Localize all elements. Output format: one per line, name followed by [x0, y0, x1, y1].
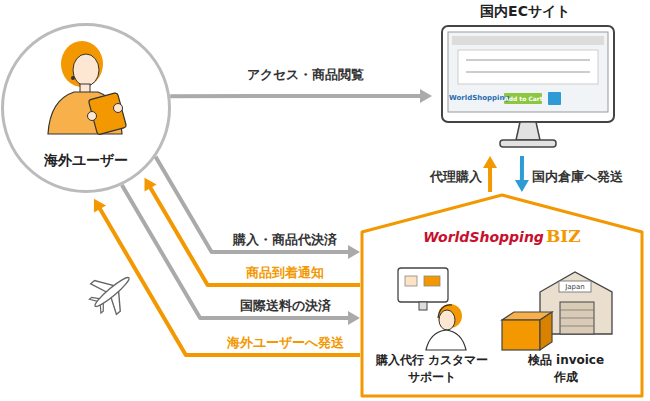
airplane-icon — [82, 263, 141, 322]
connector-line — [150, 187, 360, 285]
box-front — [502, 320, 540, 350]
arrowhead — [420, 89, 432, 103]
connector — [94, 199, 360, 355]
headset — [438, 305, 452, 318]
monitor-neck — [516, 122, 540, 140]
caption-text: 購入代行 カスタマーサポート — [374, 352, 490, 386]
user-circle-node: 海外ユーザー — [1, 23, 171, 193]
connector-label: 商品到着通知 — [215, 264, 355, 282]
monitor-frame — [442, 26, 614, 122]
ec-site-node: 国内ECサイト — [432, 0, 618, 156]
fuselage — [93, 275, 132, 309]
tablet — [88, 92, 126, 135]
connector-line — [170, 94, 421, 98]
door-line — [560, 310, 594, 311]
hand — [88, 112, 97, 121]
user-illustration — [48, 41, 127, 135]
monitor-screen — [448, 32, 608, 112]
monitor-base — [500, 140, 556, 147]
connector-label: 購入・商品代決済 — [215, 231, 355, 249]
node-text: 海外ユーザー — [44, 152, 128, 168]
support-illustration — [398, 268, 466, 350]
box-side — [540, 312, 552, 350]
support-monitor — [398, 268, 448, 302]
door-line — [560, 318, 594, 319]
node-text: 国内ECサイト — [480, 3, 570, 19]
connector — [515, 156, 529, 192]
connector-label: 国内倉庫へ発送 — [532, 168, 644, 186]
screen-logo: WorldShopping — [449, 93, 501, 103]
caption-text: 検品 invoice作成 — [523, 352, 609, 386]
connector-label: アクセス・商品閲覧 — [235, 66, 375, 84]
support-face — [439, 310, 455, 330]
face — [73, 54, 99, 86]
node-text: BIZ — [546, 226, 581, 246]
node-text-box: WorldShoppingBIZ — [360, 226, 644, 246]
form-line — [466, 71, 590, 73]
arrowhead — [94, 199, 106, 213]
door-line — [560, 326, 594, 327]
monitor-stand — [419, 302, 427, 310]
user-circle — [3, 25, 170, 192]
connector — [144, 178, 360, 285]
node-shape — [360, 192, 644, 398]
node-text-box: 国内ECサイト — [432, 1, 618, 21]
product-thumb — [405, 276, 417, 286]
connector-line — [488, 167, 492, 192]
hair — [61, 41, 103, 87]
arrowhead — [515, 180, 529, 192]
tablet-body — [88, 92, 126, 135]
node-shape — [432, 0, 618, 156]
arrowhead — [483, 156, 497, 168]
browser-bar — [452, 36, 604, 45]
arrowhead — [348, 311, 360, 325]
cart-button — [504, 93, 542, 104]
cart-icon — [548, 92, 561, 105]
service-house-node: WorldShoppingBIZ — [360, 192, 644, 398]
warehouse-sign — [559, 281, 591, 292]
earring — [71, 76, 75, 80]
form-line — [466, 59, 590, 61]
connector-label: 海外ユーザーへ発送 — [215, 334, 355, 352]
connector-line — [100, 208, 361, 355]
connector-line — [520, 156, 524, 181]
warehouse-door — [560, 302, 594, 334]
node-text-box: 海外ユーザー — [1, 150, 171, 170]
connector — [483, 156, 497, 192]
connector-label: 国際送料の決済 — [215, 297, 355, 315]
house-outline — [362, 195, 642, 396]
warehouse-sign-text: Japan — [559, 282, 591, 293]
connector-label: 代理購入 — [398, 168, 482, 186]
arrowhead — [348, 245, 360, 259]
hand — [114, 104, 123, 113]
form-panel — [458, 50, 598, 84]
button-text: Add to Cart — [504, 94, 542, 103]
node-text: WorldShopping — [423, 229, 544, 245]
support-body — [426, 330, 466, 350]
connector — [156, 157, 360, 259]
connector — [170, 89, 432, 103]
cart-thumb — [424, 276, 440, 286]
arrowhead — [144, 178, 156, 192]
warehouse-illustration — [502, 272, 612, 350]
